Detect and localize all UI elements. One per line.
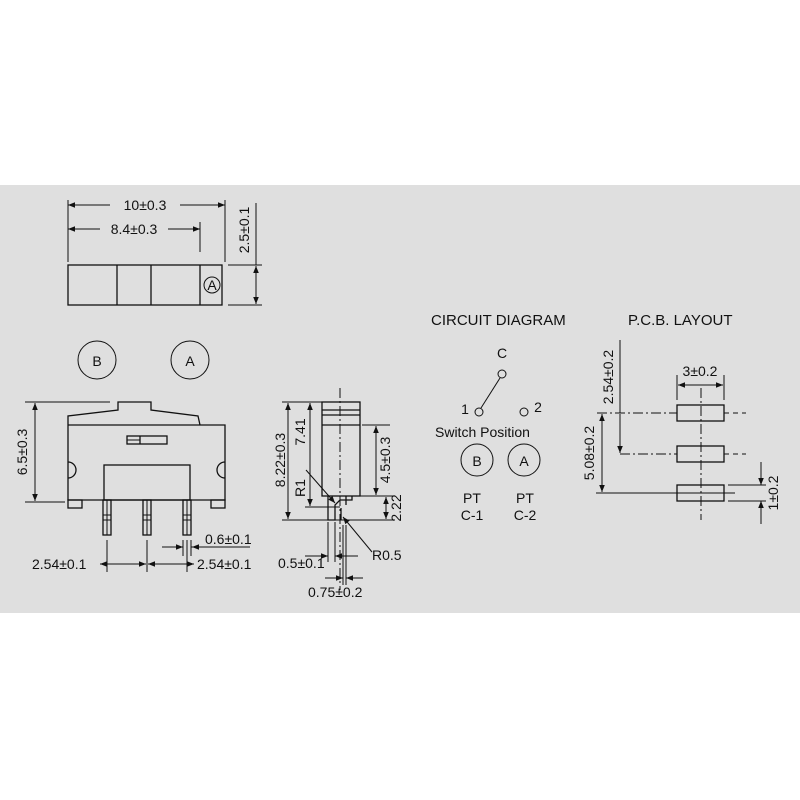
height-741-dimension: 7.41 xyxy=(292,418,308,445)
drawing-panel xyxy=(0,185,800,613)
pitch-left-dimension: 2.54±0.1 xyxy=(32,556,87,572)
pad-width-dimension: 1±0.2 xyxy=(765,475,781,510)
body-height-dimension: 6.5±0.3 xyxy=(14,428,30,475)
marker-label: A xyxy=(207,277,217,293)
terminal-1 xyxy=(474,407,484,417)
position-a: A xyxy=(519,453,529,469)
pt-label-b: PT xyxy=(463,490,481,506)
pt-label-a: PT xyxy=(516,490,534,506)
position-a: A xyxy=(185,353,195,369)
terminal-1-label: 1 xyxy=(461,401,469,417)
pcb-span-dimension: 5.08±0.2 xyxy=(581,426,597,481)
pcb-layout: P.C.B. LAYOUT 2.54±0.2 5.08±0.2 3±0.2 1±… xyxy=(581,312,781,524)
top-view: A 10±0.3 8.4±0.3 2.5±0.1 xyxy=(67,197,262,306)
pin-width-dimension: 0.6±0.1 xyxy=(205,531,252,547)
body-height-dimension: 4.5±0.3 xyxy=(377,436,393,483)
radius-r1-label: R1 xyxy=(292,479,308,497)
position-b: B xyxy=(472,453,481,469)
inner-width-dimension: 8.4±0.3 xyxy=(111,221,158,237)
pad-length-dimension: 3±0.2 xyxy=(683,363,718,379)
terminal-2 xyxy=(519,407,529,417)
circuit-diagram: CIRCUIT DIAGRAM C 1 2 Switch Position B … xyxy=(431,312,566,523)
circuit-diagram-title: CIRCUIT DIAGRAM xyxy=(431,312,566,329)
radius-r05-label: R0.5 xyxy=(372,547,402,563)
c1-label: C-1 xyxy=(461,507,484,523)
pitch-right-dimension: 2.54±0.1 xyxy=(197,556,252,572)
switch-position-label: Switch Position xyxy=(435,424,530,440)
side-view: 8.22±0.3 7.41 R1 4.5±0.3 2.22 R0.5 0.5±0… xyxy=(272,388,404,600)
width-dimension: 10±0.3 xyxy=(124,197,167,213)
pins xyxy=(102,499,192,536)
terminal-2-label: 2 xyxy=(534,399,542,415)
c2-label: C-2 xyxy=(514,507,537,523)
position-a-marker xyxy=(203,276,221,294)
height-dimension: 2.5±0.1 xyxy=(236,206,252,253)
terminal-c xyxy=(497,369,507,379)
position-labels: B A xyxy=(77,340,210,380)
total-height-dimension: 8.22±0.3 xyxy=(272,433,288,488)
pcb-pitch-dimension: 2.54±0.2 xyxy=(600,350,616,405)
pin-offset-dimension: 0.75±0.2 xyxy=(308,584,363,600)
common-terminal-label: C xyxy=(497,345,507,361)
pcb-layout-title: P.C.B. LAYOUT xyxy=(628,312,732,329)
front-view: 6.5±0.3 2.54±0.1 2.54±0.1 0.6±0.1 xyxy=(14,401,252,572)
position-b: B xyxy=(92,353,101,369)
pin-length-dimension: 2.22 xyxy=(388,494,404,521)
pin-thickness-dimension: 0.5±0.1 xyxy=(278,555,325,571)
